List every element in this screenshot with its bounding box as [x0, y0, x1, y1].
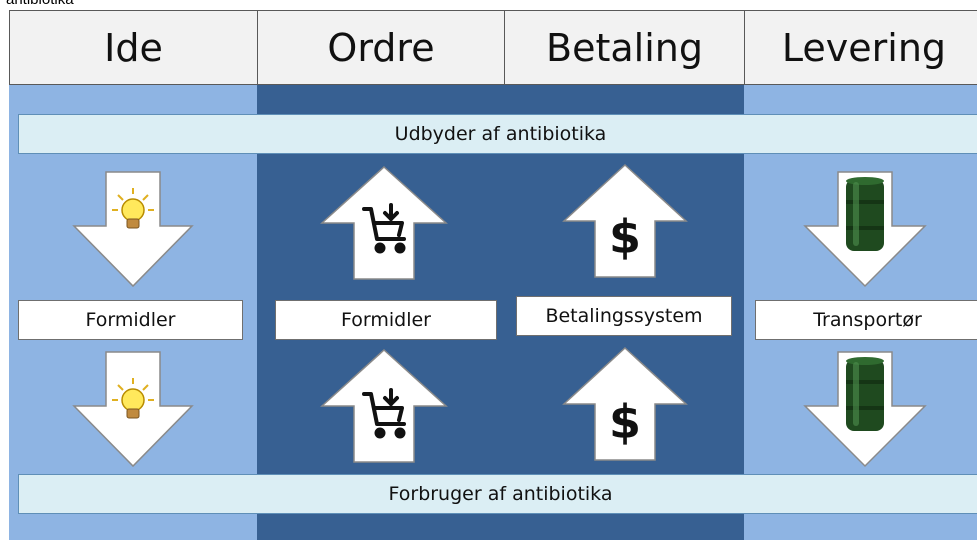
supplier-band: Udbyder af antibiotika: [18, 114, 977, 154]
header-ordre: Ordre: [257, 10, 505, 85]
barrel-icon: [846, 177, 884, 251]
down-arrow-levering-top: [803, 171, 927, 288]
role-label-betaling: Betalingssystem: [516, 296, 732, 336]
header-levering: Levering: [744, 10, 977, 85]
role-label-ordre: Formidler: [275, 300, 497, 340]
barrel-icon: [846, 357, 884, 431]
up-arrow-betaling-top: $: [562, 163, 688, 278]
lightbulb-icon: [112, 188, 154, 229]
down-arrow-ide-top: [72, 171, 194, 288]
lightbulb-icon: [112, 378, 154, 419]
down-arrow-ide-bottom: [72, 351, 194, 468]
up-arrow-ordre-bottom: [320, 348, 448, 463]
up-arrow-betaling-bottom: $: [562, 346, 688, 461]
top-caption: antibiotika: [6, 0, 74, 8]
dollar-icon: $: [609, 210, 641, 264]
shopping-cart-icon: [362, 388, 406, 439]
consumer-band: Forbruger af antibiotika: [18, 474, 977, 514]
header-ide: Ide: [9, 10, 258, 85]
down-arrow-levering-bottom: [803, 351, 927, 468]
header-betaling: Betaling: [504, 10, 745, 85]
role-label-ide: Formidler: [18, 300, 243, 340]
shopping-cart-icon: [362, 203, 406, 254]
role-label-levering: Transportør: [755, 300, 977, 340]
dollar-icon: $: [609, 395, 641, 449]
up-arrow-ordre-top: [320, 165, 448, 280]
